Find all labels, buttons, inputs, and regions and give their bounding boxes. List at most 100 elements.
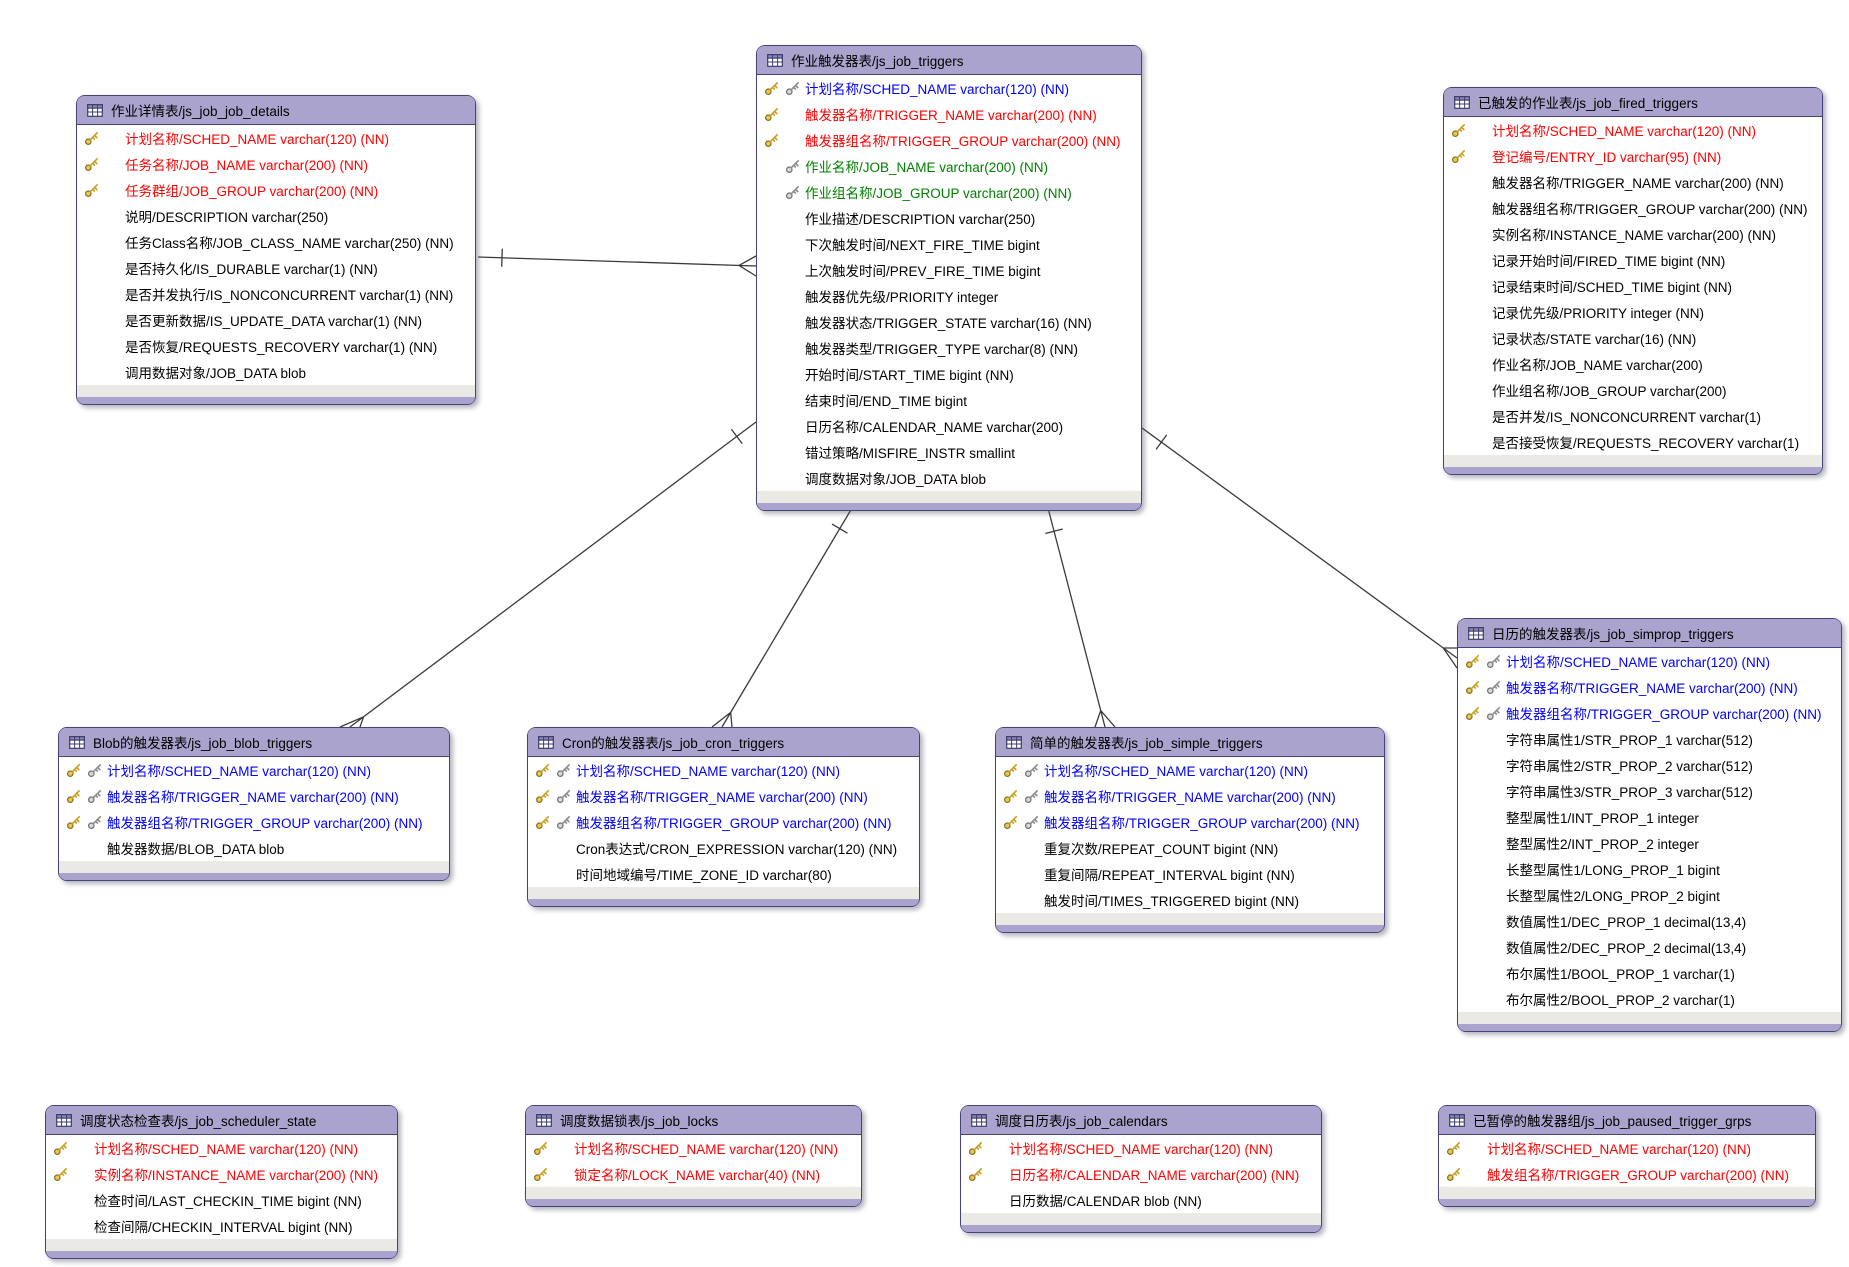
key-slot (764, 132, 782, 148)
table-header-js_job_fired_triggers[interactable]: 已触发的作业表/js_job_fired_triggers (1444, 88, 1822, 117)
key-slot (1472, 122, 1490, 138)
field-label: 记录开始时间/FIRED_TIME bigint (NN) (1492, 254, 1726, 269)
table-footer-bar (1444, 467, 1822, 474)
key-icons (46, 1218, 94, 1234)
table-icon (87, 103, 103, 117)
key-slot (105, 364, 123, 380)
key-icons (528, 840, 576, 856)
key-slot (1024, 762, 1042, 778)
key-slot (1486, 731, 1504, 747)
key-slot (1486, 757, 1504, 773)
key-icons (1444, 174, 1492, 190)
table-field-row: 计划名称/SCHED_NAME varchar(120) (NN) (59, 757, 449, 783)
field-label: 任务群组/JOB_GROUP varchar(200) (NN) (125, 184, 379, 199)
key-icons (1444, 200, 1492, 216)
table-header-js_job_job_details[interactable]: 作业详情表/js_job_job_details (77, 96, 475, 125)
table-footer (1439, 1187, 1815, 1199)
table-header-js_job_scheduler_state[interactable]: 调度状态检查表/js_job_scheduler_state (46, 1106, 397, 1135)
field-label: 字符串属性2/STR_PROP_2 varchar(512) (1506, 759, 1753, 774)
key-slot (764, 158, 782, 174)
key-slot (1451, 148, 1469, 164)
key-icons (757, 262, 805, 278)
key-slot (1486, 783, 1504, 799)
key-slot (66, 840, 84, 856)
relation-js_job_triggers-to-js_job_simprop_triggers (1141, 427, 1458, 669)
table-footer-bar (526, 1199, 861, 1206)
key-slot (1024, 788, 1042, 804)
table-header-js_job_triggers[interactable]: 作业触发器表/js_job_triggers (757, 46, 1141, 75)
table-header-js_job_locks[interactable]: 调度数据锁表/js_job_locks (526, 1106, 861, 1135)
key-slot (1446, 1166, 1464, 1182)
field-label: 触发器组名称/TRIGGER_GROUP varchar(200) (NN) (107, 816, 423, 831)
field-label: 触发器组名称/TRIGGER_GROUP varchar(200) (NN) (576, 816, 892, 831)
key-slot (785, 444, 803, 460)
table-field-row: 记录优先级/PRIORITY integer (NN) (1444, 299, 1822, 325)
table-header-js_job_simprop_triggers[interactable]: 日历的触发器表/js_job_simprop_triggers (1458, 619, 1841, 648)
field-label: 触发组名称/TRIGGER_GROUP varchar(200) (NN) (1487, 1168, 1790, 1183)
table-icon (69, 735, 85, 749)
primary-key-icon (85, 131, 99, 146)
key-slot (1467, 1140, 1485, 1156)
key-slot (1451, 200, 1469, 216)
key-slot (84, 130, 102, 146)
key-slot (1451, 278, 1469, 294)
key-slot (105, 234, 123, 250)
key-slot (785, 418, 803, 434)
table-header-js_job_simple_triggers[interactable]: 简单的触发器表/js_job_simple_triggers (996, 728, 1384, 757)
key-icons (961, 1192, 1009, 1208)
table-field-row: 触发器名称/TRIGGER_NAME varchar(200) (NN) (59, 783, 449, 809)
table-header-js_job_blob_triggers[interactable]: Blob的触发器表/js_job_blob_triggers (59, 728, 449, 757)
table-footer (757, 491, 1141, 503)
table-field-row: 检查间隔/CHECKIN_INTERVAL bigint (NN) (46, 1213, 397, 1239)
field-label: 触发器组名称/TRIGGER_GROUP varchar(200) (NN) (1044, 816, 1360, 831)
key-icons (1444, 252, 1492, 268)
key-icons (1439, 1166, 1487, 1182)
key-icons (528, 814, 576, 830)
table-field-row: 长整型属性1/LONG_PROP_1 bigint (1458, 856, 1841, 882)
key-icons (1458, 783, 1506, 799)
table-header-js_job_calendars[interactable]: 调度日历表/js_job_calendars (961, 1106, 1321, 1135)
table-icon (1449, 1113, 1465, 1127)
key-slot (53, 1166, 71, 1182)
key-slot (535, 840, 553, 856)
key-icons (1444, 434, 1492, 450)
foreign-key-icon (557, 763, 571, 778)
key-slot (66, 788, 84, 804)
field-label: 锁定名称/LOCK_NAME varchar(40) (NN) (574, 1168, 821, 1183)
table-header-js_job_paused_trigger_grps[interactable]: 已暂停的触发器组/js_job_paused_trigger_grps (1439, 1106, 1815, 1135)
table-field-row: 计划名称/SCHED_NAME varchar(120) (NN) (961, 1135, 1321, 1161)
field-label: 作业名称/JOB_NAME varchar(200) (1492, 358, 1703, 373)
table-field-row: 时间地域编号/TIME_ZONE_ID varchar(80) (528, 861, 919, 887)
key-slot (785, 106, 803, 122)
key-icons (1458, 731, 1506, 747)
foreign-key-icon (1025, 815, 1039, 830)
key-icons (77, 312, 125, 328)
table-field-row: 重复间隔/REPEAT_INTERVAL bigint (NN) (996, 861, 1384, 887)
table-field-row: 整型属性1/INT_PROP_1 integer (1458, 804, 1841, 830)
field-label: 日历名称/CALENDAR_NAME varchar(200) (805, 420, 1064, 435)
key-slot (1486, 887, 1504, 903)
table-field-row: 数值属性2/DEC_PROP_2 decimal(13,4) (1458, 934, 1841, 960)
key-slot (1472, 434, 1490, 450)
key-slot (105, 130, 123, 146)
table-header-js_job_cron_triggers[interactable]: Cron的触发器表/js_job_cron_triggers (528, 728, 919, 757)
field-label: 检查间隔/CHECKIN_INTERVAL bigint (NN) (94, 1220, 353, 1235)
field-label: 记录状态/STATE varchar(16) (NN) (1492, 332, 1697, 347)
field-label: 登记编号/ENTRY_ID varchar(95) (NN) (1492, 150, 1722, 165)
key-slot (764, 106, 782, 122)
table-field-row: 任务名称/JOB_NAME varchar(200) (NN) (77, 151, 475, 177)
table-field-row: 任务群组/JOB_GROUP varchar(200) (NN) (77, 177, 475, 203)
key-slot (535, 814, 553, 830)
key-icons (1458, 809, 1506, 825)
